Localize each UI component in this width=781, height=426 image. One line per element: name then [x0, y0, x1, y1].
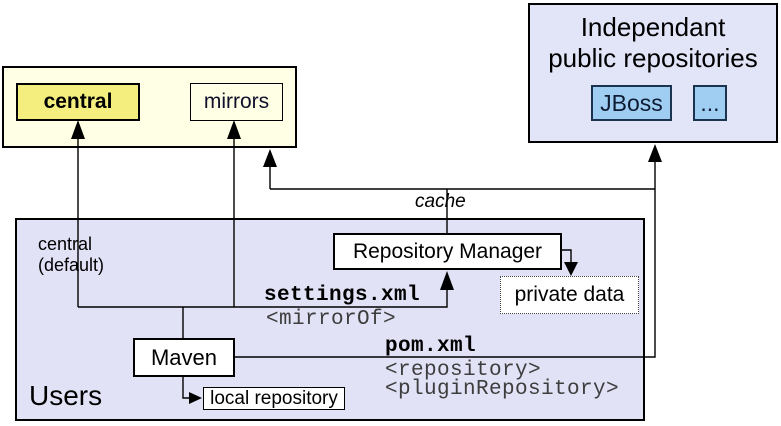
jboss-label: JBoss: [600, 89, 663, 116]
central-label: central: [43, 90, 113, 113]
local-repository-label: local repository: [210, 387, 338, 409]
other-repositories-label: ...: [700, 89, 720, 116]
central-default-line2: (default): [38, 255, 105, 275]
mirrors-box: mirrors: [190, 83, 283, 121]
users-label: Users: [29, 380, 103, 411]
mirrors-label: mirrors: [203, 90, 270, 113]
cache-label: cache: [415, 191, 466, 212]
settings-xml-label: settings.xml: [264, 284, 421, 307]
users-box: central (default) Repository Manager pri…: [15, 218, 645, 421]
mirrorof-tag-label: <mirrorOf>: [266, 308, 397, 331]
central-mirrors-group-box: central mirrors: [2, 66, 297, 148]
maven-label: Maven: [150, 344, 218, 370]
local-repository-box: local repository: [203, 387, 345, 410]
central-box: central: [16, 83, 140, 121]
pom-xml-label: pom.xml: [385, 335, 477, 358]
other-repositories-box: ...: [693, 85, 727, 121]
central-default-label: central (default): [38, 234, 104, 276]
independent-title-line2: public repositories: [548, 43, 758, 73]
central-default-line1: central: [38, 234, 93, 254]
repository-manager-label: Repository Manager: [352, 239, 543, 263]
independent-title-line1: Independant: [580, 12, 726, 42]
private-data-box: private data: [500, 276, 639, 314]
plugin-repository-tag-label: <pluginRepository>: [385, 378, 620, 401]
repository-manager-box: Repository Manager: [333, 233, 562, 270]
repository-tag-label: <repository>: [385, 359, 542, 382]
private-data-label: private data: [514, 283, 625, 306]
maven-box: Maven: [133, 338, 235, 377]
independent-repositories-box: Independant public repositories JBoss ..…: [528, 3, 778, 143]
independent-repositories-title: Independant public repositories: [530, 12, 776, 74]
jboss-box: JBoss: [591, 85, 672, 121]
